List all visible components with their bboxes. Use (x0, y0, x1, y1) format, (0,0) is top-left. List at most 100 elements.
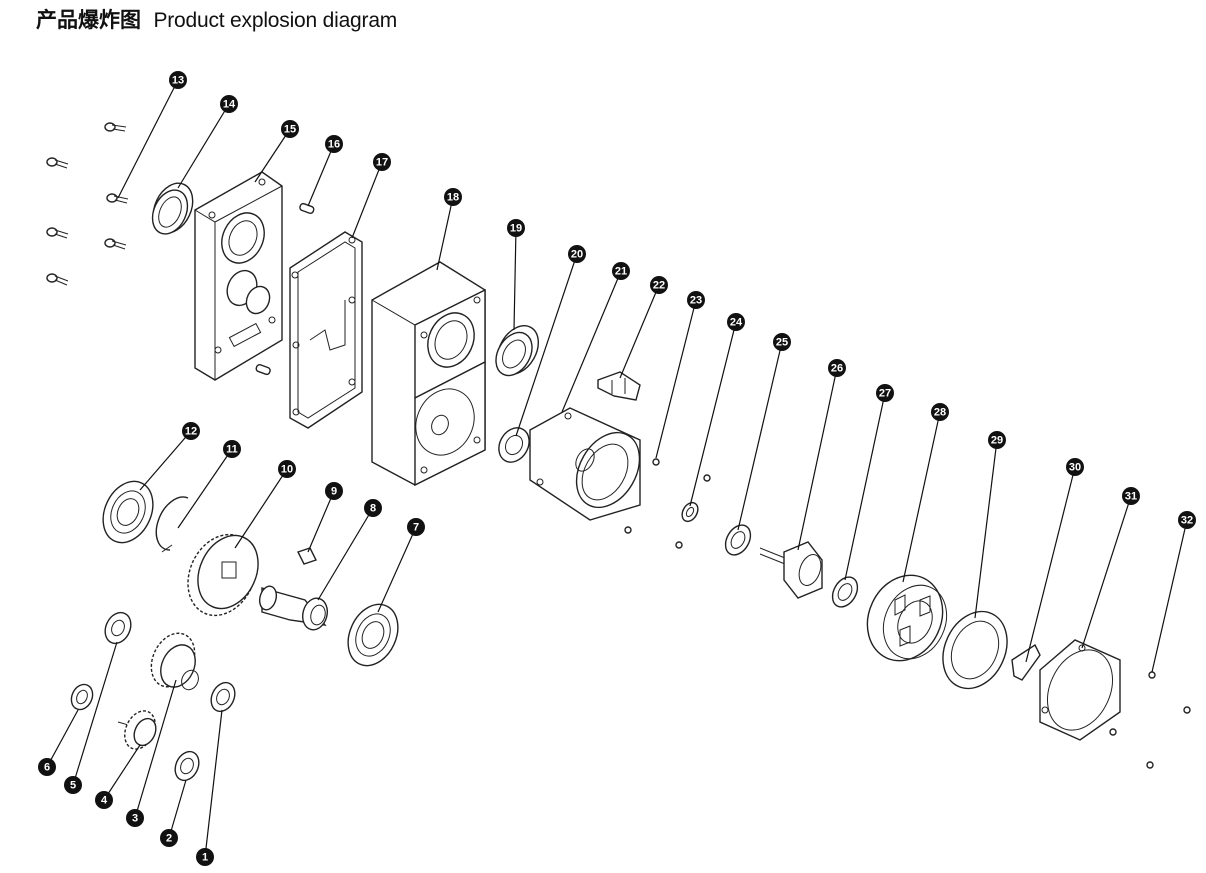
callout-leader-line (139, 430, 192, 491)
callout-leader-line (168, 779, 187, 839)
callout-13: 13 (117, 71, 187, 199)
callout-number: 31 (1125, 491, 1137, 503)
part-screw-32 (1109, 671, 1191, 769)
part-bracket-22 (597, 371, 641, 401)
callout-leader-line (317, 507, 374, 601)
callout-circle (650, 276, 668, 294)
callout-circle (507, 219, 525, 237)
callout-8: 8 (317, 499, 382, 601)
callout-number: 29 (991, 435, 1003, 447)
callout-14: 14 (177, 95, 238, 189)
callout-number: 15 (284, 124, 296, 136)
part-output-shaft-8 (258, 585, 329, 631)
callout-number: 14 (223, 99, 236, 111)
callout-circle (38, 758, 56, 776)
part-washer-24 (681, 501, 699, 523)
part-end-cover-15 (194, 171, 283, 381)
callout-leader-line (46, 709, 79, 768)
callout-number: 13 (172, 75, 184, 87)
callout-leader-line (737, 341, 783, 531)
callout-circle (773, 333, 791, 351)
callout-circle (407, 518, 425, 536)
part-oil-seal-14 (151, 182, 194, 235)
part-gear-4 (117, 710, 157, 750)
part-o-ring-30 (1011, 643, 1041, 681)
callout-leader-line (234, 468, 288, 549)
parts-layer (46, 122, 1191, 782)
callout-circle (278, 460, 296, 478)
callout-circle (444, 188, 462, 206)
callout-number: 11 (226, 444, 238, 456)
callout-circle (568, 245, 586, 263)
part-dowel-pin-16 (255, 202, 315, 376)
callout-circle (1178, 511, 1196, 529)
callout-circle (325, 482, 343, 500)
part-gear-10 (187, 533, 259, 617)
callout-32: 32 (1151, 511, 1196, 673)
callout-circle (727, 313, 745, 331)
callout-layer: 1234567891011121314151617181920212223242… (38, 71, 1196, 866)
part-rear-cover-31 (1039, 639, 1121, 741)
callout-leader-line (436, 196, 454, 271)
callout-number: 8 (370, 503, 376, 515)
callout-number: 22 (653, 280, 665, 292)
callout-circle (160, 829, 178, 847)
callout-number: 19 (510, 223, 522, 235)
callout-leader-line (254, 128, 291, 183)
callout-leader-line (902, 411, 941, 583)
callout-21: 21 (561, 262, 630, 413)
callout-circle (325, 135, 343, 153)
callout-leader-line (974, 439, 998, 619)
callout-leader-line (689, 321, 737, 507)
callout-leader-line (177, 103, 230, 189)
callout-leader-line (103, 744, 141, 801)
callout-number: 18 (447, 192, 459, 204)
callout-number: 24 (730, 317, 743, 329)
part-bearing-1 (210, 681, 236, 713)
callout-30: 30 (1025, 458, 1084, 663)
callout-leader-line (307, 143, 335, 207)
callout-23: 23 (655, 291, 705, 459)
callout-10: 10 (234, 460, 296, 549)
callout-circle (169, 71, 187, 89)
callout-circle (876, 384, 894, 402)
part-bearing-6 (70, 683, 94, 711)
callout-leader-line (797, 367, 838, 551)
callout-number: 21 (615, 266, 627, 278)
callout-circle (988, 431, 1006, 449)
callout-28: 28 (902, 403, 949, 583)
callout-circle (182, 422, 200, 440)
callout-7: 7 (377, 518, 425, 613)
part-bearing-7 (347, 603, 399, 667)
callout-number: 17 (376, 157, 388, 169)
callout-circle (828, 359, 846, 377)
callout-6: 6 (38, 709, 79, 776)
callout-number: 1 (202, 852, 208, 864)
callout-leader-line (1025, 466, 1076, 663)
callout-leader-line (515, 253, 578, 437)
callout-circle (95, 791, 113, 809)
part-bearing-12 (102, 480, 154, 544)
callout-number: 16 (328, 139, 340, 151)
callout-circle (220, 95, 238, 113)
callout-25: 25 (737, 333, 791, 531)
part-stator-28 (866, 574, 948, 662)
callout-leader-line (351, 161, 383, 239)
callout-12: 12 (139, 422, 200, 491)
callout-circle (126, 809, 144, 827)
callout-circle (687, 291, 705, 309)
part-gear-housing-18 (371, 261, 486, 487)
callout-circle (931, 403, 949, 421)
part-bearing-25 (724, 524, 752, 556)
title-english: Product explosion diagram (153, 9, 398, 32)
callout-leader-line (134, 679, 177, 819)
callout-9: 9 (307, 482, 343, 553)
callout-number: 5 (70, 780, 76, 792)
callout-leader-line (619, 284, 660, 379)
part-seal-ring-20 (498, 427, 530, 463)
callout-29: 29 (974, 431, 1006, 619)
callout-17: 17 (351, 153, 391, 239)
callout-circle (281, 120, 299, 138)
callout-number: 27 (879, 388, 891, 400)
